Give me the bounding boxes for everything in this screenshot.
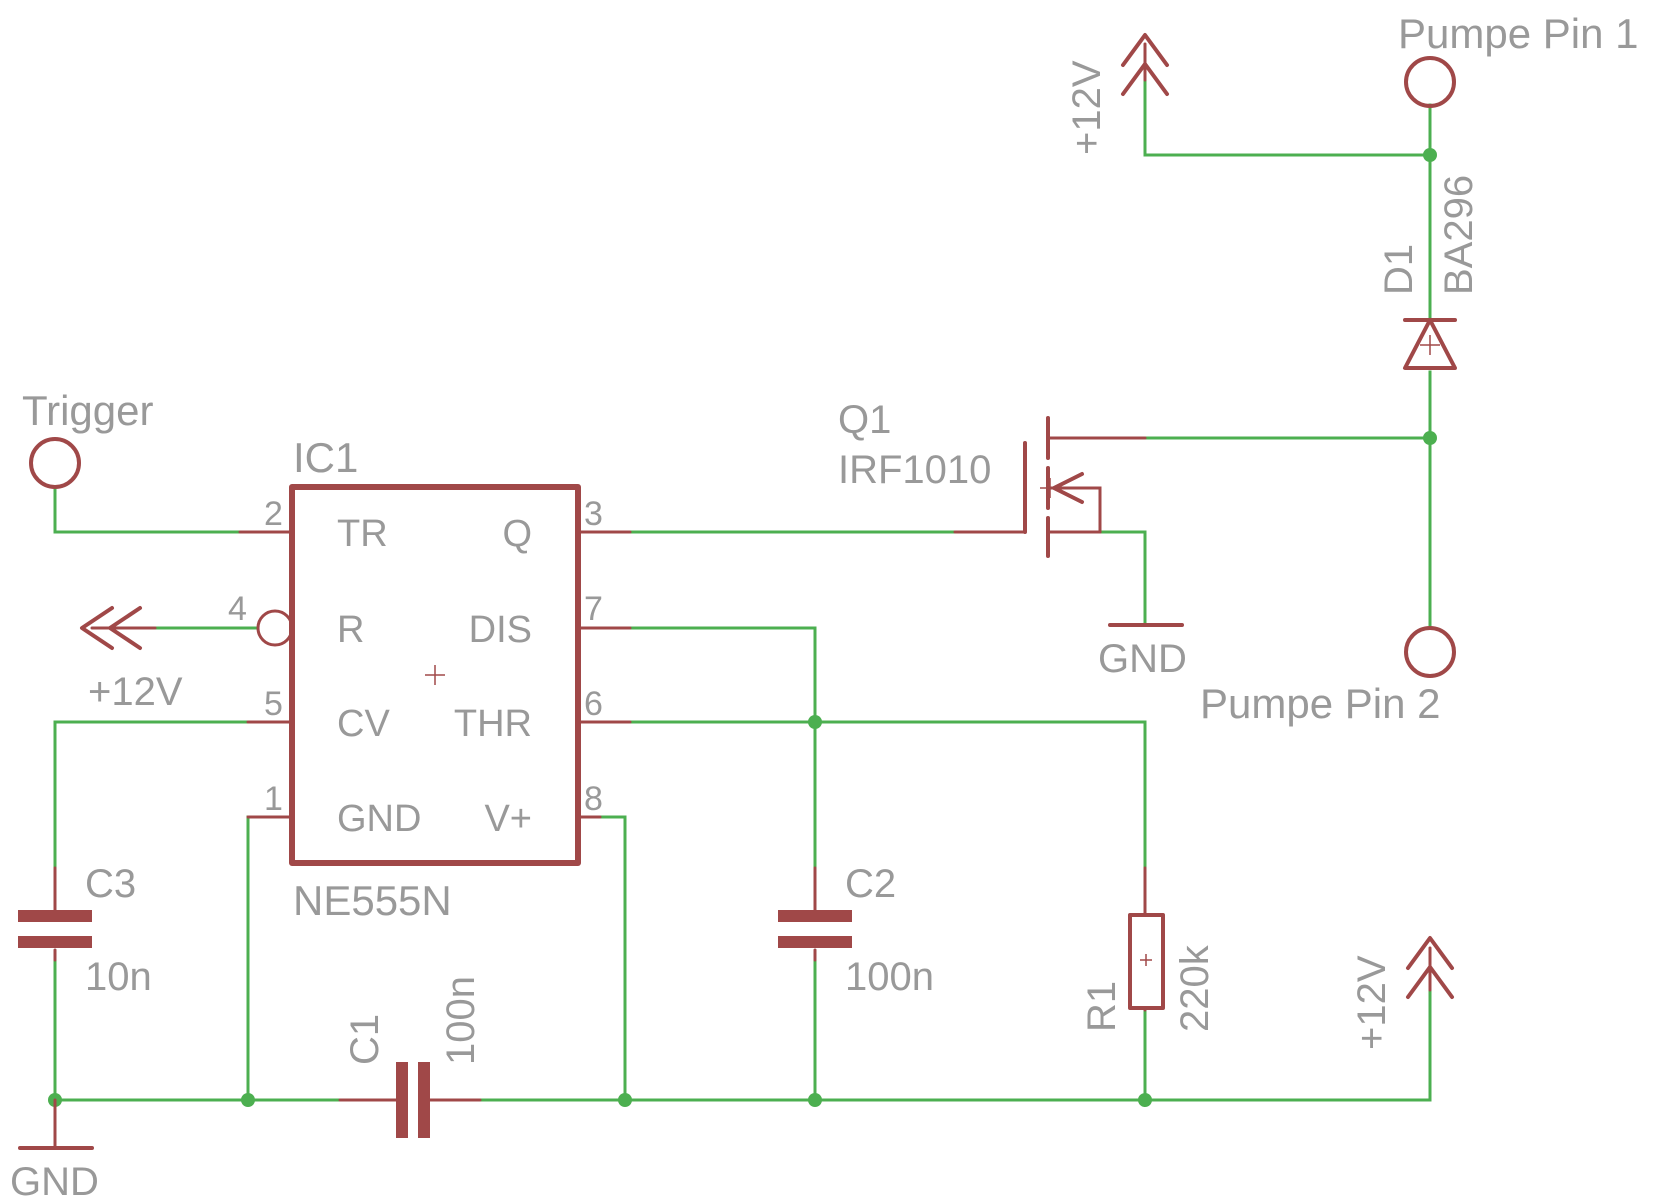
junction-dot [618,1093,632,1107]
c3-plate [18,910,92,922]
wire-source-gnd [1098,530,1147,627]
c3-value: 10n [85,955,152,999]
junction-dot [1138,1093,1152,1107]
ic1-value: NE555N [293,877,452,924]
supply-reset-label: +12V [88,670,183,714]
d1-name: D1 [1377,244,1421,295]
d1-triangle-icon [1403,318,1457,370]
wire-thr [598,720,1147,870]
c1-plate [396,1062,408,1138]
supply-top-label: +12V [1065,60,1109,155]
pump-pin1-pad-icon [1404,56,1456,108]
q1-value: IRF1010 [838,448,991,492]
capacitor-c3: C3 10n [18,862,152,999]
mosfet-q1: Q1 IRF1010 [838,398,1147,558]
ic1-pin-label: V+ [484,798,532,840]
wire-gnd-bus-right [478,988,1432,1102]
q1-name: Q1 [838,398,891,442]
ic1-pin-number: 1 [264,780,283,818]
trigger-pad-icon [29,437,81,489]
junction-dot [1423,431,1437,445]
pump-pin2-pad-icon [1404,626,1456,678]
r1-value: 220k [1173,944,1217,1032]
gnd-main: GND [10,1098,99,1202]
supply-arrow-icon [80,606,114,650]
wire-dis [598,626,817,724]
ic1-pin-number: 5 [264,685,283,723]
c3-plate [18,936,92,948]
c1-plate [418,1062,430,1138]
gnd-mosfet-label: GND [1098,637,1187,681]
ic1-pin-number: 2 [264,495,283,533]
trigger-label: Trigger [22,387,153,434]
ic1-pin-number: 3 [584,495,603,533]
c2-plate [778,936,852,948]
d1-value: BA296 [1437,175,1481,295]
c1-name: C1 [343,1014,387,1065]
r1-body [1128,913,1165,1010]
wire-cv [53,720,250,870]
ic1-pin-label: R [337,609,364,651]
ic1-body [289,484,581,866]
gnd-mosfet: GND [1098,623,1187,681]
c3-name: C3 [85,862,136,906]
gnd-main-label: GND [10,1160,99,1202]
c1-value: 100n [439,976,483,1065]
wires [53,78,1432,1102]
pump-pin1-connector: Pumpe Pin 1 [1398,10,1638,108]
supply-arrow-icon [1121,33,1169,67]
pump-pin2-label: Pumpe Pin 2 [1200,680,1440,727]
junction-dot [241,1093,255,1107]
supply-bottom-12v: +12V [1350,936,1454,1050]
wire-ic-vplus [598,815,627,1102]
ic1-name: IC1 [293,434,358,481]
ic1-pin-label: DIS [469,609,532,651]
c2-value: 100n [845,955,934,999]
supply-bottom-label: +12V [1350,955,1394,1050]
ic1-ne555: IC1 NE555N 2 4 5 1 3 7 6 8 TR R CV GND Q… [228,434,632,924]
ic1-pin-label: THR [454,703,532,745]
q1-body-lead [1048,486,1102,534]
r1-name: R1 [1080,981,1124,1032]
ic1-pin-label: TR [337,513,388,555]
supply-top-12v: +12V [1065,33,1169,155]
c2-plate [778,910,852,922]
ic1-pin-number: 6 [584,685,603,723]
supply-arrow-icon [1406,936,1454,970]
resistor-r1: R1 220k [1080,866,1217,1032]
capacitor-c1: C1 100n [338,976,483,1138]
ic1-pin-number: 8 [584,780,603,818]
wire-trigger [53,486,242,534]
capacitor-c2: C2 100n [778,862,934,999]
ic1-pin-number: 7 [584,590,603,628]
ic1-pin-label: Q [502,513,532,555]
junction-dot [808,1093,822,1107]
diode-d1: D1 BA296 [1377,175,1481,370]
pump-pin1-label: Pumpe Pin 1 [1398,10,1638,57]
supply-reset-12v: +12V [80,606,183,714]
ic1-pin-label: CV [337,703,390,745]
wire-vcc-top [1143,78,1432,157]
junction-dot [1423,148,1437,162]
trigger-connector: Trigger [22,387,153,489]
ic1-pin-number: 4 [228,590,247,628]
ic1-pin-label: GND [337,798,421,840]
ic1-reset-bubble [256,609,294,647]
c2-name: C2 [845,862,896,906]
pump-pin2-connector: Pumpe Pin 2 [1200,626,1456,727]
junction-dot [808,715,822,729]
